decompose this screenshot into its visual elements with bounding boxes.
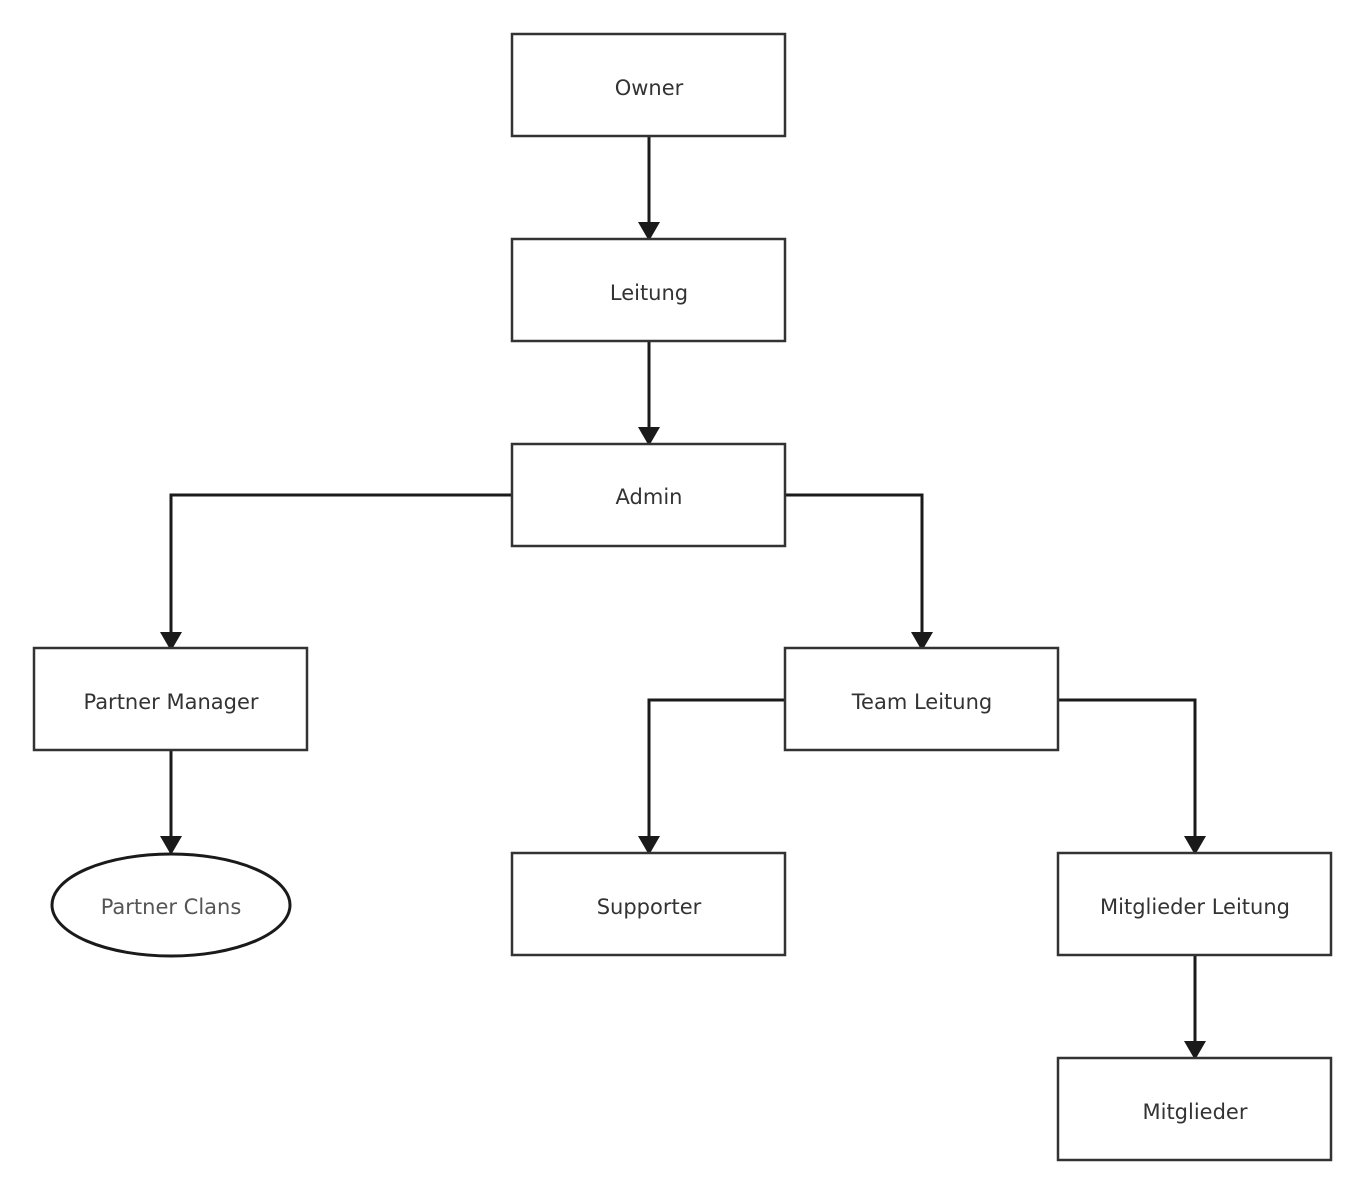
- node-leitung: Leitung: [510, 237, 787, 343]
- node-mitglieder-leitung: Mitglieder Leitung: [1056, 851, 1333, 957]
- node-partner-clans: Partner Clans: [50, 852, 292, 958]
- node-supporter: Supporter: [510, 851, 787, 957]
- node-partner-clans-label: Partner Clans: [101, 895, 242, 919]
- edge-partner-manager-partner-clans: [160, 750, 182, 855]
- edge-admin-partner-manager: [160, 493, 512, 651]
- node-owner: Owner: [510, 32, 787, 138]
- node-supporter-label: Supporter: [597, 895, 702, 919]
- node-partner-manager-label: Partner Manager: [83, 690, 258, 714]
- edge-leitung-admin: [638, 341, 660, 446]
- node-team-leitung: Team Leitung: [783, 646, 1060, 752]
- node-mitglieder: Mitglieder: [1056, 1056, 1333, 1162]
- node-leitung-label: Leitung: [610, 281, 688, 305]
- nodes: Owner Leitung Admin Partner Manager Team…: [32, 32, 1333, 1162]
- node-team-leitung-label: Team Leitung: [851, 690, 992, 714]
- edge-admin-team-leitung: [785, 493, 933, 651]
- node-mitglieder-label: Mitglieder: [1143, 1100, 1248, 1124]
- edge-owner-leitung: [638, 136, 660, 241]
- edge-team-leitung-supporter: [638, 698, 785, 855]
- node-owner-label: Owner: [615, 76, 684, 100]
- node-mitglieder-leitung-label: Mitglieder Leitung: [1100, 895, 1290, 919]
- node-partner-manager: Partner Manager: [32, 646, 309, 752]
- node-admin-label: Admin: [616, 485, 683, 509]
- node-admin: Admin: [510, 442, 787, 548]
- edges: [160, 136, 1206, 1060]
- edge-team-leitung-mitglieder-leitung: [1058, 698, 1206, 855]
- edge-mitglieder-leitung-mitglieder: [1184, 955, 1206, 1060]
